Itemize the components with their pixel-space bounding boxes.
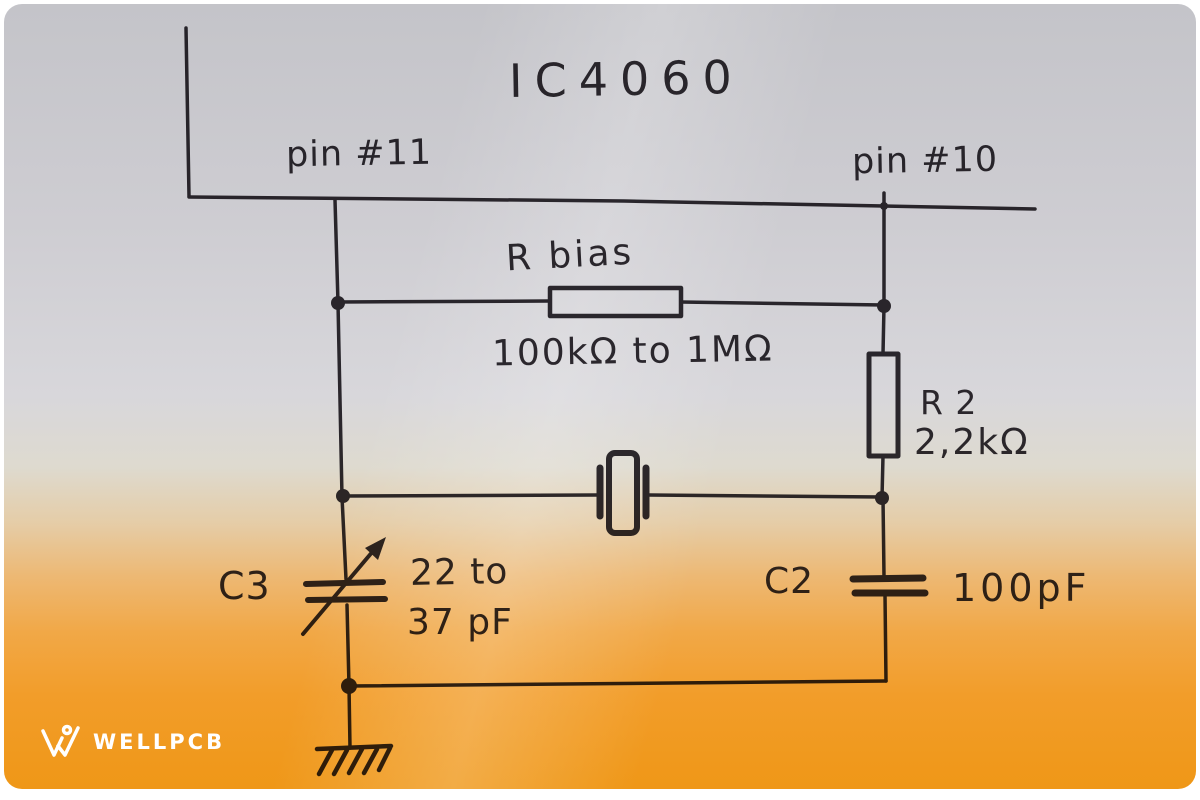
rbias-resistor-symbol — [547, 285, 684, 319]
right-rail-to-c2 — [881, 496, 886, 578]
r2-to-crystal-node — [880, 454, 885, 500]
wellpcb-logo-icon — [41, 724, 80, 757]
c3-capacitor-symbol — [301, 537, 388, 636]
c2-name-label: C2 — [764, 561, 815, 602]
wellpcb-brand-text: WELLPCB — [93, 730, 226, 754]
c3-value-line1: 22 to — [409, 551, 509, 594]
pin11-wire — [333, 198, 340, 305]
c2-value-label: 100pF — [952, 566, 1091, 610]
rbias-left-lead — [336, 299, 551, 304]
left-rail-to-c3 — [340, 495, 348, 581]
circuit-drawing — [184, 26, 1037, 777]
bottom-rail-wire — [347, 679, 888, 688]
c3-name-label: C3 — [218, 564, 271, 608]
c3-arrow-shaft — [301, 542, 381, 636]
ground-symbol — [314, 743, 394, 777]
c3-to-ground-node — [345, 603, 351, 688]
rbias-value-label: 100kΩ to 1MΩ — [491, 328, 774, 375]
junction-dots — [331, 202, 891, 694]
top-rail-wire — [187, 195, 1037, 211]
left-rail-upper — [336, 301, 344, 499]
schematic-photo: IC4060 pin #11 pin #10 R bias 100kΩ to 1… — [4, 4, 1196, 789]
crystal-right-lead — [647, 493, 884, 499]
pin10-label: pin #10 — [851, 139, 999, 183]
c3-arrowhead — [365, 537, 386, 560]
ground-stub — [347, 684, 352, 750]
wellpcb-logo: WELLPCB — [40, 724, 225, 760]
ic-title: IC4060 — [508, 49, 745, 109]
rbias-name-label: R bias — [504, 231, 636, 280]
r2-name-label: R 2 — [920, 383, 978, 422]
pin11-label: pin #11 — [285, 132, 433, 176]
rbias-right-lead — [679, 300, 886, 307]
c3-value-line2: 37 pF — [407, 602, 513, 643]
crystal-left-lead — [340, 493, 599, 498]
c2-capacitor-symbol — [849, 574, 929, 597]
left-edge-wire — [184, 26, 191, 198]
r2-resistor-symbol — [866, 351, 901, 459]
c2-bottom-lead — [883, 593, 888, 683]
right-rail-to-r2 — [881, 304, 886, 356]
r2-value-label: 2,2kΩ — [914, 422, 1030, 463]
crystal-symbol — [596, 450, 650, 536]
